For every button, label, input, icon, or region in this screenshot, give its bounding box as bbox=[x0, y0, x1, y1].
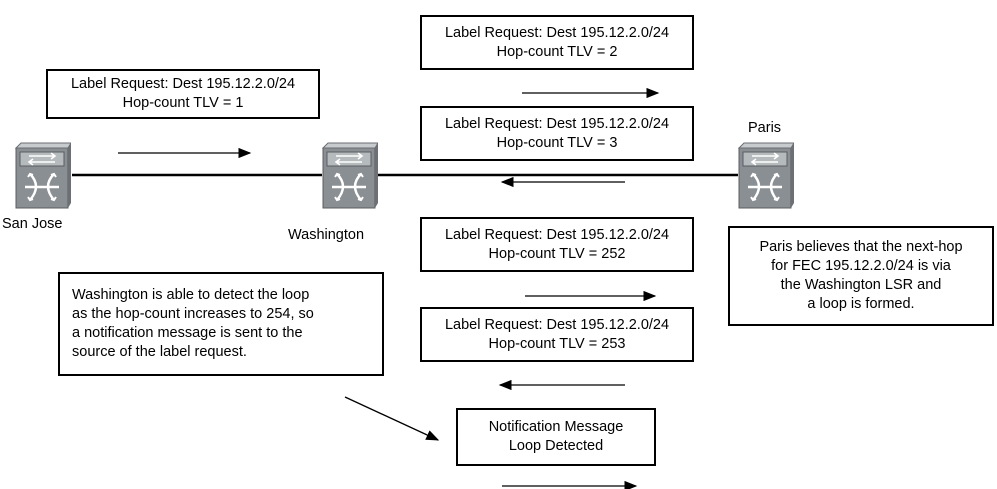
label-request-hop-252: Label Request: Dest 195.12.2.0/24 Hop-co… bbox=[420, 217, 694, 272]
washington-loop-note: Washington is able to detect the loop as… bbox=[58, 272, 384, 376]
label-request-hop-1: Label Request: Dest 195.12.2.0/24 Hop-co… bbox=[46, 69, 320, 119]
label-request-hop-3: Label Request: Dest 195.12.2.0/24 Hop-co… bbox=[420, 106, 694, 161]
washington-label: Washington bbox=[288, 227, 365, 243]
notification-title: Notification Message bbox=[488, 419, 624, 435]
hop-count: Hop-count TLV = 252 bbox=[488, 245, 626, 262]
label-request-dest: Label Request: Dest 195.12.2.0/24 bbox=[444, 24, 670, 41]
label-request-dest: Label Request: Dest 195.12.2.0/24 bbox=[444, 226, 670, 243]
notification-message-box: Notification Message Loop Detected bbox=[456, 408, 656, 466]
note-line: Washington is able to detect the loop bbox=[72, 287, 310, 303]
label-request-dest: Label Request: Dest 195.12.2.0/24 bbox=[444, 316, 670, 333]
note-line: Paris believes that the next-hop bbox=[759, 239, 963, 255]
note-line: for FEC 195.12.2.0/24 is via bbox=[771, 258, 951, 274]
paris-router-icon bbox=[738, 142, 794, 209]
hop-count: Hop-count TLV = 1 bbox=[122, 95, 244, 111]
label-request-hop-2: Label Request: Dest 195.12.2.0/24 Hop-co… bbox=[420, 15, 694, 70]
notification-subtitle: Loop Detected bbox=[508, 438, 604, 454]
note-line: a notification message is sent to the bbox=[72, 325, 303, 341]
hop-count: Hop-count TLV = 2 bbox=[496, 43, 618, 60]
san-jose-router-icon bbox=[15, 142, 71, 209]
label-request-dest: Label Request: Dest 195.12.2.0/24 bbox=[70, 76, 296, 92]
san-jose-label: San Jose bbox=[2, 216, 63, 232]
arrow-note-to-notification bbox=[344, 396, 440, 441]
note-line: as the hop-count increases to 254, so bbox=[72, 306, 314, 322]
note-line: the Washington LSR and bbox=[780, 277, 942, 293]
paris-label: Paris bbox=[748, 120, 782, 136]
note-line: a loop is formed. bbox=[807, 296, 915, 312]
note-line: source of the label request. bbox=[72, 344, 247, 360]
hop-count: Hop-count TLV = 3 bbox=[496, 134, 618, 151]
paris-next-hop-note: Paris believes that the next-hop for FEC… bbox=[728, 226, 994, 326]
label-request-dest: Label Request: Dest 195.12.2.0/24 bbox=[444, 115, 670, 132]
label-request-hop-253: Label Request: Dest 195.12.2.0/24 Hop-co… bbox=[420, 307, 694, 362]
hop-count: Hop-count TLV = 253 bbox=[488, 335, 626, 352]
washington-router-icon bbox=[322, 142, 378, 209]
